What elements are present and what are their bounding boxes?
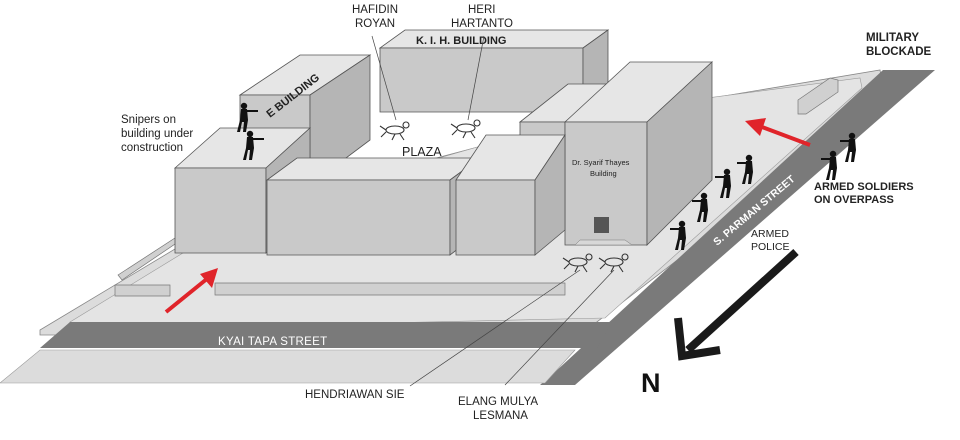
annex-building [518,83,612,139]
north-label: N [641,368,661,398]
police-figure-2 [715,168,731,198]
elang-label-2: LESMANA [473,410,528,422]
snipers-label-2: building under [121,128,193,140]
wall-south-long [214,282,566,296]
kih-building-label: K. I. H. BUILDING [416,35,506,47]
e-building: E BUILDING [238,54,372,186]
north-arrow-icon [674,249,799,361]
middle-building [265,157,482,256]
heri-label-1: HERI [468,4,495,16]
hafidin-label-2: ROYAN [355,18,395,30]
wall-east [797,77,839,115]
wall-south [114,284,171,297]
hafidin-label-1: HAFIDIN [352,4,398,16]
syarif-thayes-building: Dr. Syarif Thayes Building [563,61,714,246]
victim-outline-hafidin [379,121,410,141]
elang-label-1: ELANG MULYA [458,396,538,408]
victim-outline-elang [598,253,629,273]
parman-street-road [540,70,935,385]
hendriawan-label: HENDRIAWAN SIE [305,389,405,401]
leader-elang [504,269,615,386]
overpass-soldier-2 [821,150,837,180]
kyai-tapa-street-lower [0,349,576,384]
armed-police-label-2: POLICE [751,241,790,253]
red-arrow-soldiers [745,118,811,147]
sniper-figure-2 [243,130,264,160]
military-blockade-label-1: MILITARY [866,32,919,44]
leader-heri [467,35,485,121]
syarif-building-label-2: Building [590,169,617,178]
overpass-soldier-1 [840,132,856,162]
plaza-label: PLAZA [402,145,442,159]
armed-police-label-1: ARMED [751,228,789,240]
snipers-label-1: Snipers on [121,114,176,126]
victim-outline-heri [450,119,481,139]
victim-outline-hendriawan [562,253,593,273]
leader-hendriawan [409,269,581,387]
military-blockade-label-2: BLOCKADE [866,46,931,58]
armed-soldiers-label-2: ON OVERPASS [814,194,894,206]
leader-hafidin [371,35,397,121]
police-figure-4 [670,220,686,250]
red-arrow-south [164,268,218,314]
kyai-tapa-street-label: KYAI TAPA STREET [218,336,327,348]
kyai-tapa-street-road [40,322,612,348]
armed-soldiers-label-1: ARMED SOLDIERS [814,181,914,193]
syarif-building-label-1: Dr. Syarif Thayes [572,158,630,167]
police-figure-1 [737,154,753,184]
heri-label-2: HARTANTO [451,18,513,30]
sniper-figure-1 [237,102,258,132]
snipers-label-3: construction [121,142,183,154]
right-middle-building [455,133,566,256]
police-figure-3 [692,192,708,222]
syarif-building-door [594,217,609,233]
